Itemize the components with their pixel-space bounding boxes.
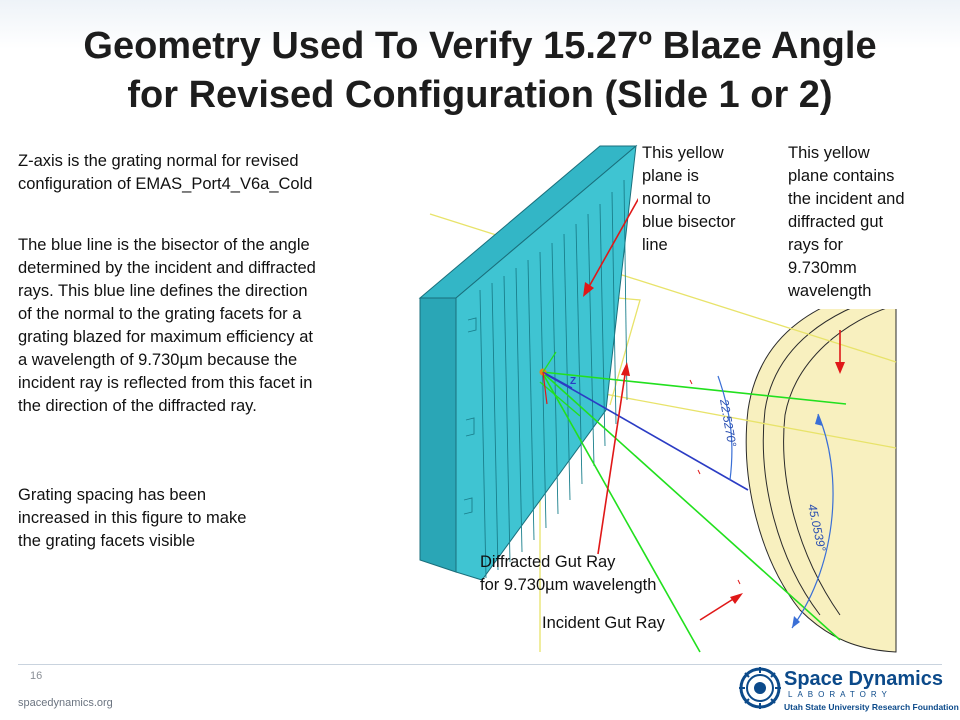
callout-line: blue bisector	[642, 213, 736, 231]
callout-line: line	[642, 236, 668, 254]
callout-normal-plane: This yellow plane is normal to blue bise…	[638, 142, 780, 257]
green-ray-incident	[541, 371, 841, 641]
axis-label-z: Z	[570, 376, 576, 387]
blue-bisector-line	[541, 371, 749, 491]
green-ray-short	[539, 381, 581, 417]
red-tick-marks	[689, 379, 741, 585]
callout-line: wavelength	[788, 282, 872, 300]
title-band	[0, 0, 960, 140]
slide-title: Geometry Used To Verify 15.27º Blaze Ang…	[0, 22, 960, 120]
yellow-ray-plane	[745, 281, 897, 653]
callout-line: 9.730mm	[788, 259, 857, 277]
callout-incident-ray: Incident Gut Ray	[542, 612, 712, 635]
angle-label-22: 22.5270°	[717, 397, 739, 448]
callout-diffracted-ray: Diffracted Gut Ray for 9.730µm wavelengt…	[480, 551, 720, 597]
text-z-axis: Z-axis is the grating normal for revised…	[18, 150, 398, 196]
dish-inner-arc-2	[783, 304, 897, 616]
grating-facet-notches	[463, 317, 477, 515]
text-line: Z-axis is the grating normal for revised	[18, 152, 299, 170]
text-line: increased in this figure to make	[18, 509, 247, 527]
text-line: Grating spacing has been	[18, 486, 207, 504]
callout-line: rays for	[788, 236, 844, 254]
text-line: rays. This blue line defines the directi…	[18, 282, 308, 300]
title-line-2: for Revised Configuration (Slide 1 or 2)	[127, 74, 833, 116]
axis-triad: Z	[539, 351, 576, 405]
red-pointer-arrows	[583, 195, 845, 621]
callout-line: This yellow	[642, 144, 724, 162]
grating-front-face	[419, 297, 457, 573]
text-line: configuration of EMAS_Port4_V6a_Cold	[18, 175, 313, 193]
text-line: a wavelength of 9.730µm because the	[18, 351, 298, 369]
callout-line: Diffracted Gut Ray	[480, 553, 616, 571]
callout-line: the incident and	[788, 190, 905, 208]
dimension-arc-45	[791, 413, 834, 629]
dim-arrowhead-1	[815, 414, 823, 426]
callout-line: for 9.730µm wavelength	[480, 576, 657, 594]
logo-subtitle: Utah State University Research Foundatio…	[784, 702, 959, 712]
logo-name: Space Dynamics	[784, 668, 943, 690]
green-ray-upper	[541, 371, 847, 405]
website-link[interactable]: spacedynamics.org	[18, 697, 113, 709]
callout-line: diffracted gut	[788, 213, 884, 231]
dim-arrowhead-2	[792, 616, 800, 628]
text-line: determined by the incident and diffracte…	[18, 259, 316, 277]
dish-inner-arc-1	[762, 291, 897, 616]
text-line: the grating facets visible	[18, 532, 196, 550]
text-line: grating blazed for maximum efficiency at	[18, 328, 313, 346]
grating-facets	[479, 179, 628, 579]
callout-ray-plane: This yellow plane contains the incident …	[778, 142, 918, 309]
callout-line: normal to	[642, 190, 711, 208]
text-line: incident ray is reflected from this face…	[18, 374, 313, 392]
title-line-1: Geometry Used To Verify 15.27º Blaze Ang…	[83, 25, 877, 67]
callout-line: Incident Gut Ray	[542, 614, 665, 632]
text-line: of the normal to the grating facets for …	[18, 305, 302, 323]
page-number: 16	[30, 670, 43, 682]
footer-divider	[18, 664, 942, 665]
text-blue-line: The blue line is the bisector of the ang…	[18, 234, 410, 418]
callout-line: plane is	[642, 167, 699, 185]
text-line: the direction of the diffracted ray.	[18, 397, 257, 415]
grating-main-face	[455, 144, 637, 581]
text-grating-spacing: Grating spacing has been increased in th…	[18, 484, 318, 553]
green-ray-diffracted	[541, 371, 701, 653]
callout-line: plane contains	[788, 167, 895, 185]
text-line: The blue line is the bisector of the ang…	[18, 236, 310, 254]
logo-laboratory: LABORATORY	[788, 690, 892, 699]
dimension-arc-22	[717, 375, 733, 481]
callout-line: This yellow	[788, 144, 870, 162]
sdl-logo-icon	[739, 667, 781, 709]
